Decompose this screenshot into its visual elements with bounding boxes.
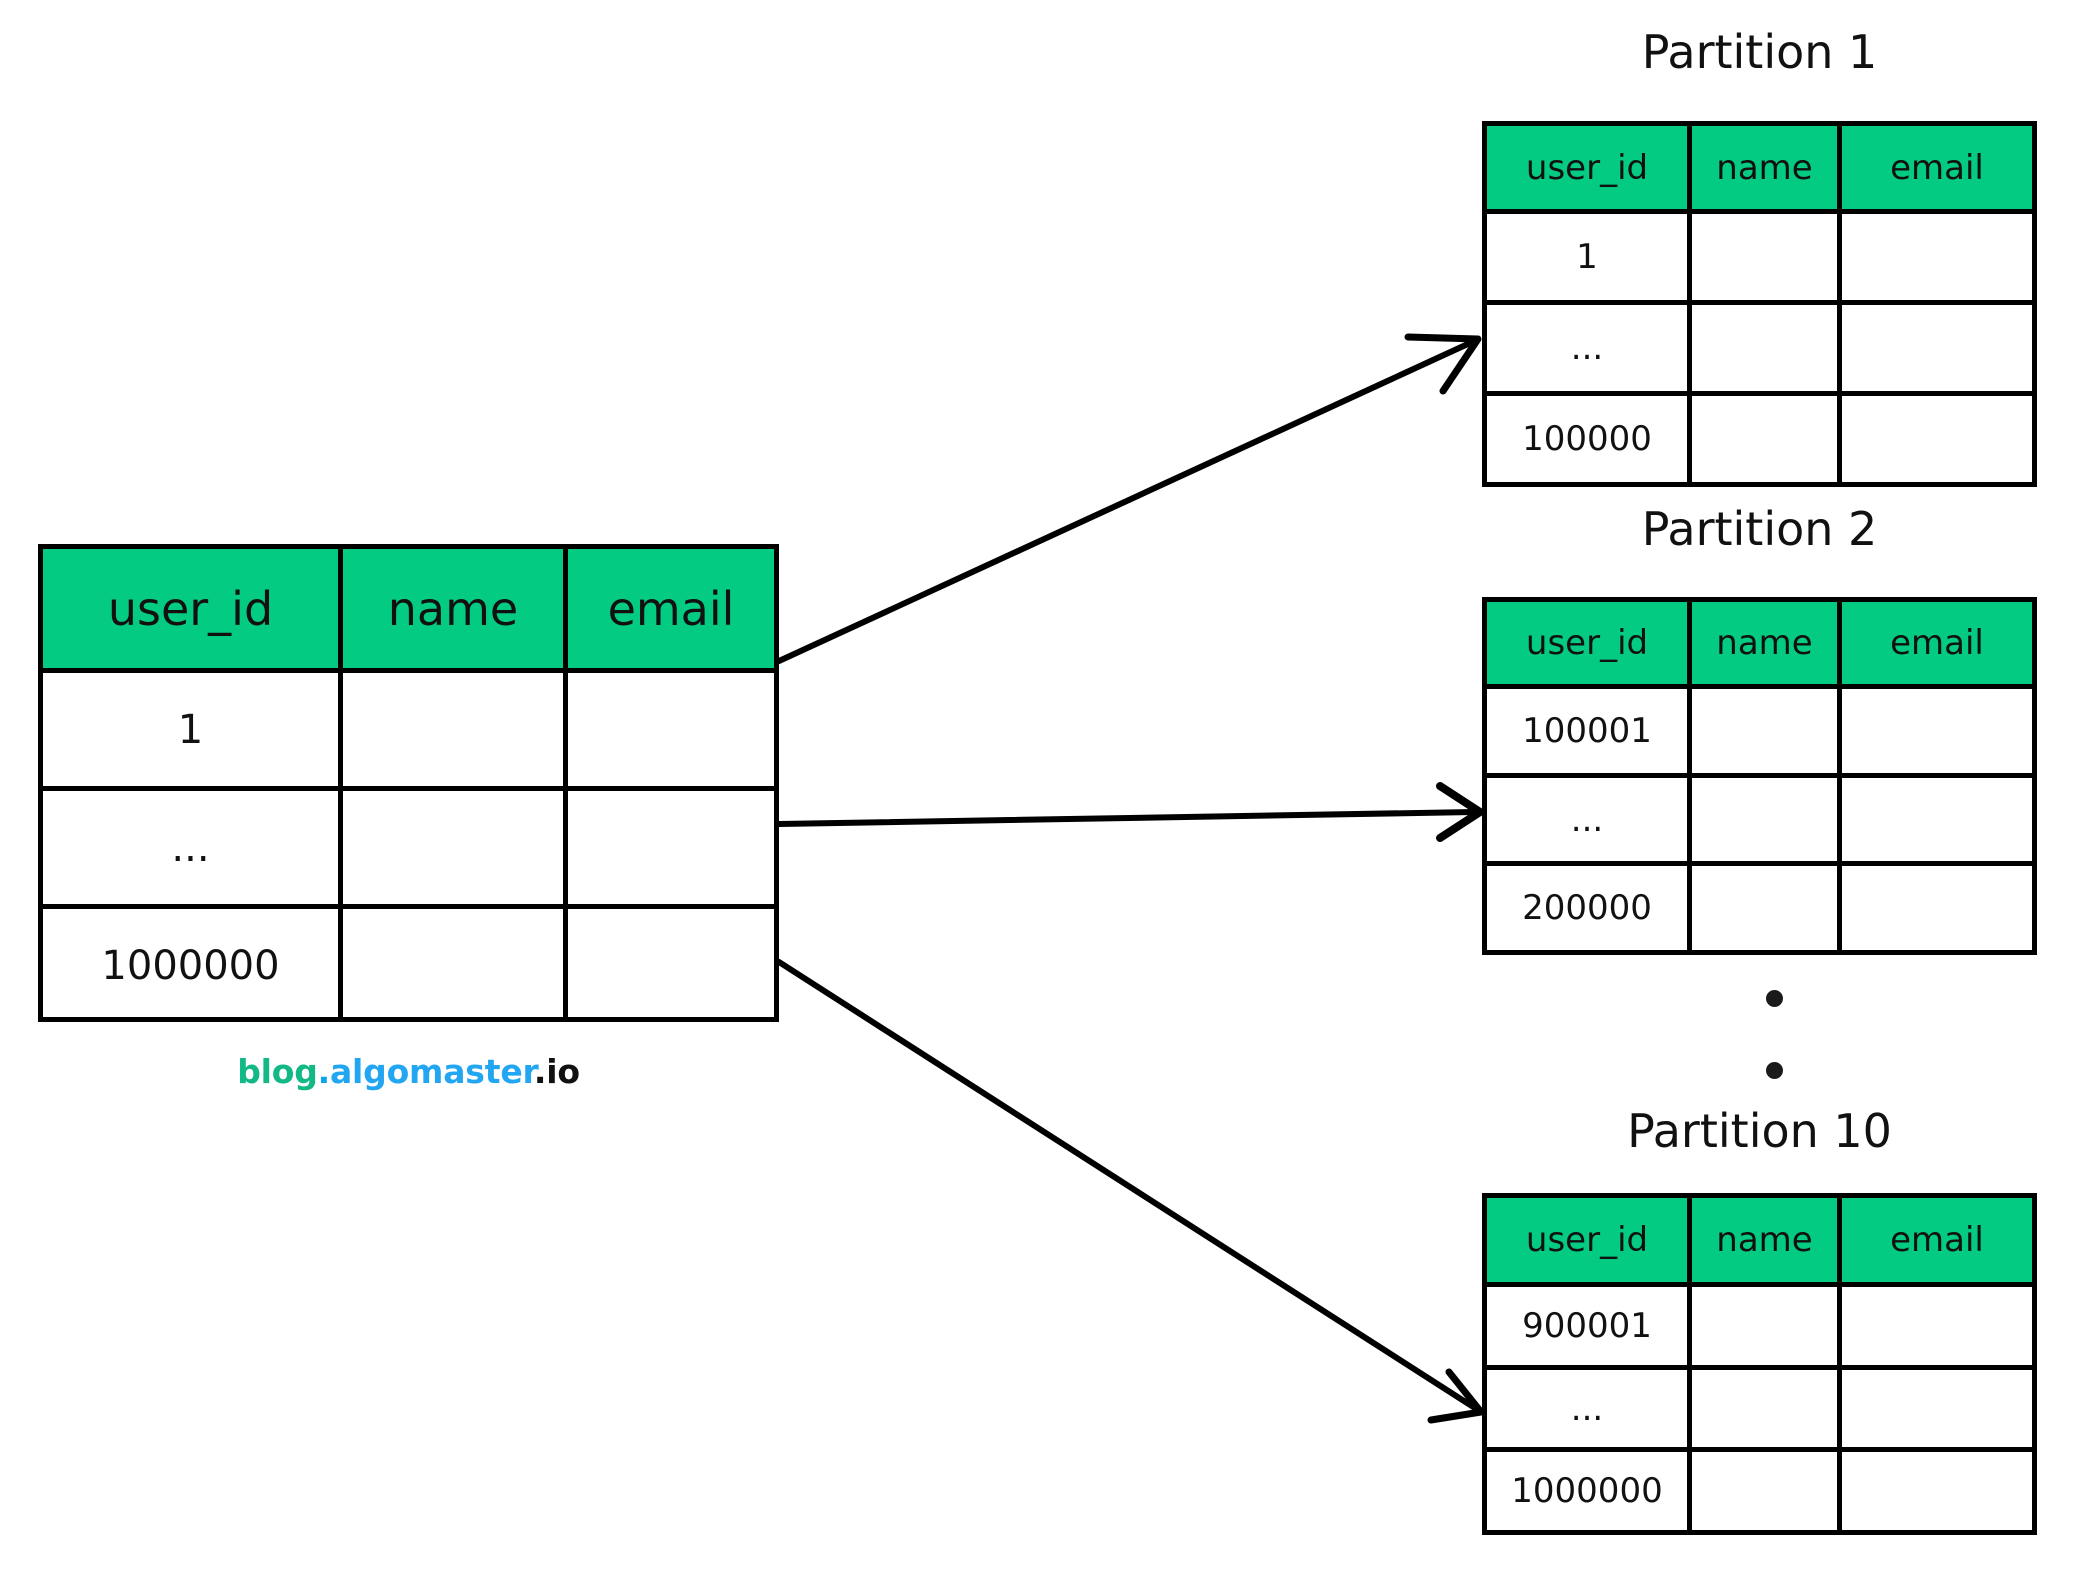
column-header-email: email [1837, 602, 2032, 684]
table-header-row: user_id name email [43, 549, 774, 668]
column-header-user-id: user_id [1487, 1198, 1687, 1282]
table-row: 1000000 [1487, 1447, 2032, 1531]
arrow-to-partition-10 [776, 959, 1485, 1424]
partition-10-title: Partition 10 [1627, 1104, 1892, 1158]
table-header-row: user_id name email [1487, 1198, 2032, 1282]
cell-name [1687, 866, 1837, 951]
partition-2-title: Partition 2 [1641, 502, 1878, 556]
source-users-table: user_id name email 1 ... 1000000 [38, 544, 779, 1022]
cell-email [563, 791, 774, 904]
column-header-user-id: user_id [1487, 126, 1687, 209]
table-row: ... [1487, 300, 2032, 391]
partition-2-table: user_id name email 100001 ... 200000 [1482, 597, 2037, 955]
cell-email [563, 909, 774, 1022]
table-row: 900001 [1487, 1282, 2032, 1365]
cell-email [1837, 1287, 2032, 1365]
cell-email [1837, 396, 2032, 482]
column-header-email: email [1837, 1198, 2032, 1282]
table-header-row: user_id name email [1487, 126, 2032, 209]
cell-name [1687, 1452, 1837, 1531]
table-row: 200000 [1487, 861, 2032, 951]
partition-1-title: Partition 1 [1641, 25, 1878, 79]
cell-email [1837, 1369, 2032, 1448]
partition-10-table: user_id name email 900001 ... 1000000 [1482, 1193, 2037, 1535]
brand-blog-text: blog [237, 1052, 318, 1091]
brand-dot-separator: . [317, 1052, 331, 1091]
column-header-name: name [1687, 602, 1837, 684]
cell-email [1837, 305, 2032, 391]
column-header-email: email [563, 549, 774, 668]
cell-user-id: 1 [1576, 237, 1598, 277]
partition-1-table: user_id name email 1 ... 100000 [1482, 121, 2037, 487]
cell-name [1687, 1287, 1837, 1365]
brand-tld-text: .io [533, 1052, 580, 1091]
cell-user-id: ... [1570, 1388, 1604, 1429]
ellipsis-dot [1766, 990, 1783, 1007]
cell-name [1687, 214, 1837, 300]
cell-email [1837, 214, 2032, 300]
cell-user-id: ... [171, 824, 210, 871]
cell-email [1837, 689, 2032, 773]
table-row: ... [1487, 772, 2032, 862]
table-header-row: user_id name email [1487, 602, 2032, 684]
cell-name [338, 673, 563, 786]
cell-user-id: 900001 [1522, 1305, 1652, 1346]
table-row: 1 [1487, 209, 2032, 300]
cell-user-id: 100001 [1522, 710, 1652, 751]
cell-user-id: 1000000 [1511, 1471, 1663, 1512]
cell-name [1687, 777, 1837, 862]
cell-name [338, 791, 563, 904]
arrow-to-partition-2 [776, 782, 1484, 842]
table-row: ... [1487, 1364, 2032, 1448]
cell-name [1687, 1369, 1837, 1448]
table-row: 1000000 [43, 904, 774, 1022]
cell-name [1687, 305, 1837, 391]
cell-name [1687, 396, 1837, 482]
cell-user-id: ... [1570, 799, 1604, 840]
cell-name [1687, 689, 1837, 773]
cell-email [1837, 866, 2032, 951]
vertical-ellipsis-icon [1766, 990, 1786, 1080]
column-header-user-id: user_id [1487, 602, 1687, 684]
cell-email [563, 673, 774, 786]
brand-algomaster-text: algomaster [329, 1052, 534, 1091]
column-header-user-id: user_id [43, 549, 338, 668]
cell-name [338, 909, 563, 1022]
column-header-name: name [1687, 126, 1837, 209]
ellipsis-dot [1766, 1062, 1783, 1079]
column-header-name: name [338, 549, 563, 668]
cell-user-id: ... [1570, 328, 1604, 368]
cell-user-id: 100000 [1522, 419, 1652, 459]
cell-email [1837, 1452, 2032, 1531]
column-header-name: name [1687, 1198, 1837, 1282]
table-row: 100001 [1487, 684, 2032, 773]
column-header-email: email [1837, 126, 2032, 209]
cell-user-id: 1 [177, 706, 204, 753]
table-row: 100000 [1487, 391, 2032, 482]
brand-watermark: blog.algomaster.io [38, 1052, 779, 1091]
table-row: 1 [43, 668, 774, 786]
cell-user-id: 1000000 [101, 942, 280, 989]
arrow-to-partition-1 [776, 333, 1482, 664]
table-row: ... [43, 786, 774, 904]
cell-user-id: 200000 [1522, 888, 1652, 929]
cell-email [1837, 777, 2032, 862]
